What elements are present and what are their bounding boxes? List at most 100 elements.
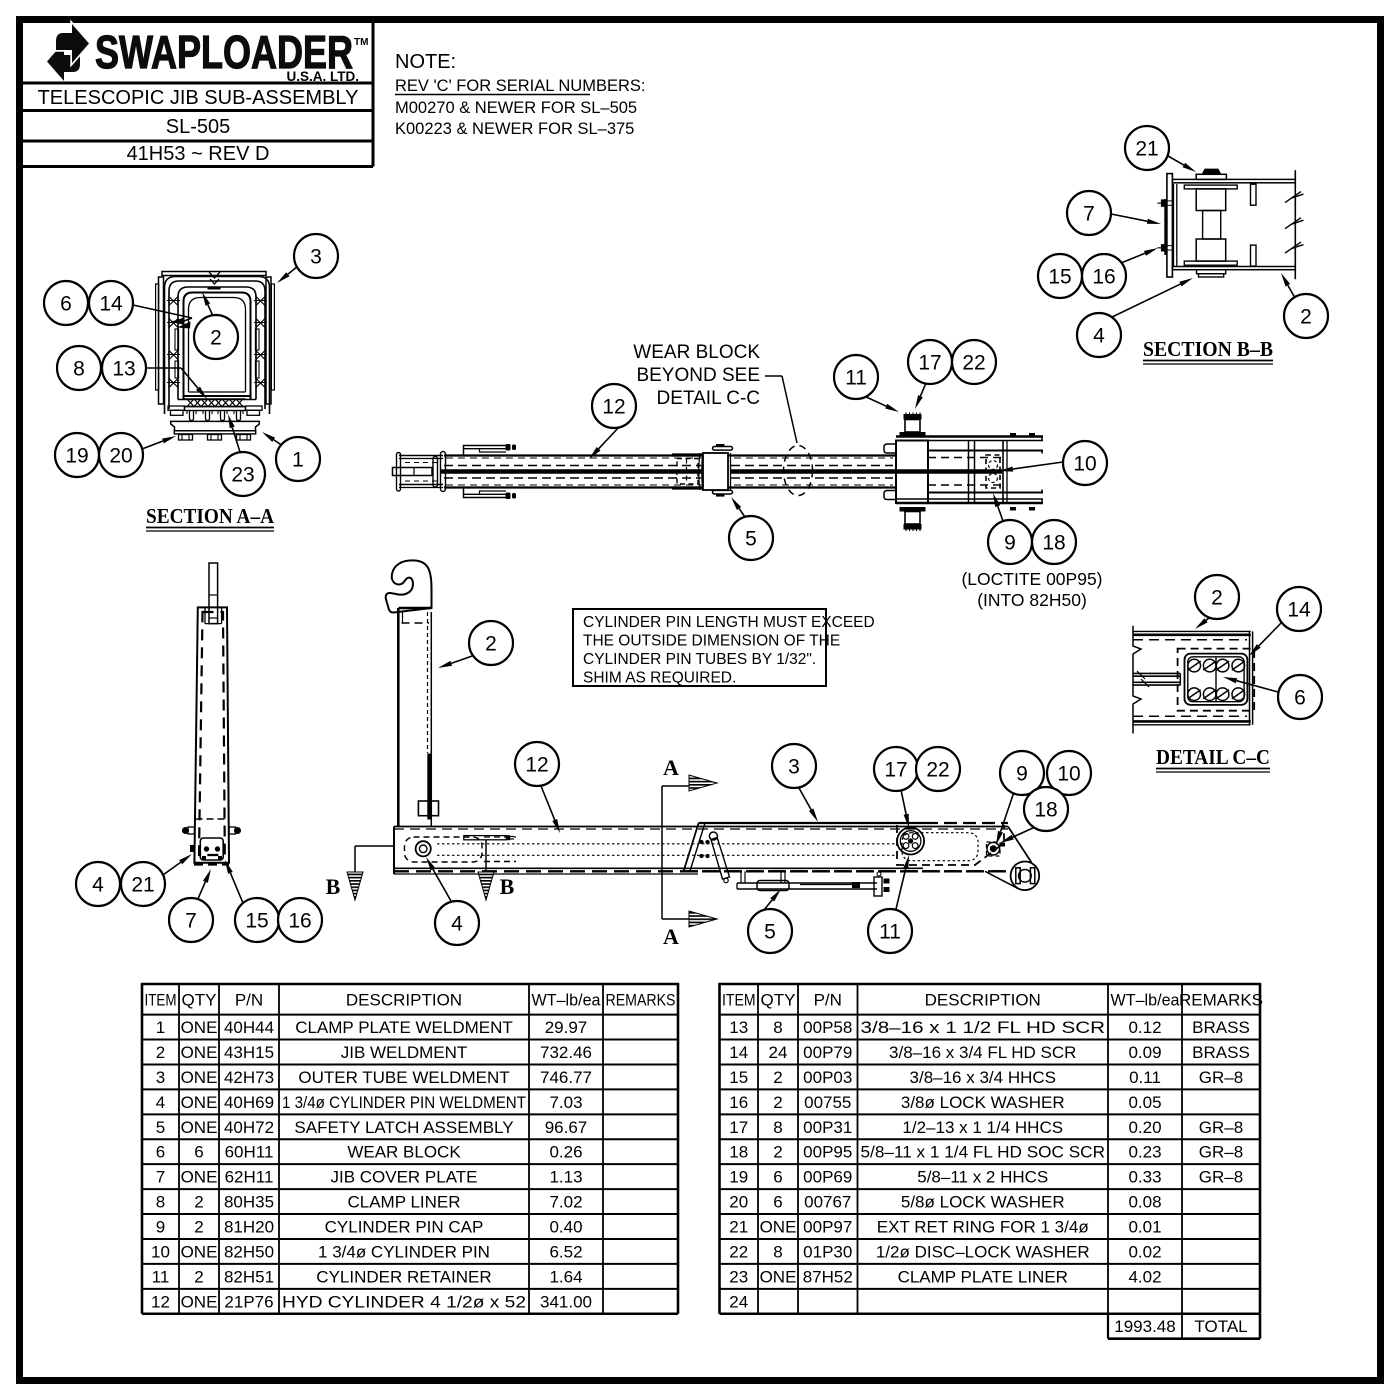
svg-text:3/8–16 x 1 1/2 FL HD SCR: 3/8–16 x 1 1/2 FL HD SCR bbox=[861, 1018, 1106, 1037]
svg-text:0.09: 0.09 bbox=[1128, 1043, 1161, 1062]
svg-text:CYLINDER PIN LENGTH MUST EXCEE: CYLINDER PIN LENGTH MUST EXCEED bbox=[583, 614, 875, 631]
svg-text:5: 5 bbox=[745, 528, 757, 551]
svg-text:THE OUTSIDE DIMENSION OF THE: THE OUTSIDE DIMENSION OF THE bbox=[583, 633, 840, 650]
svg-text:14: 14 bbox=[729, 1043, 748, 1062]
svg-text:5/8ø LOCK WASHER: 5/8ø LOCK WASHER bbox=[901, 1193, 1065, 1212]
svg-text:8: 8 bbox=[73, 358, 85, 381]
svg-text:1 3/4ø CYLINDER PIN WELDMENT: 1 3/4ø CYLINDER PIN WELDMENT bbox=[282, 1093, 526, 1112]
svg-text:SHIM AS REQUIRED.: SHIM AS REQUIRED. bbox=[583, 670, 736, 687]
svg-text:2: 2 bbox=[194, 1218, 203, 1237]
svg-text:7.02: 7.02 bbox=[549, 1193, 582, 1212]
svg-text:TOTAL: TOTAL bbox=[1194, 1317, 1247, 1336]
svg-text:2: 2 bbox=[773, 1068, 782, 1087]
svg-text:ONE: ONE bbox=[181, 1068, 218, 1087]
svg-text:42H73: 42H73 bbox=[224, 1068, 274, 1087]
svg-text:4: 4 bbox=[1093, 325, 1105, 348]
svg-text:1 3/4ø CYLINDER PIN: 1 3/4ø CYLINDER PIN bbox=[318, 1242, 490, 1261]
svg-text:2: 2 bbox=[210, 327, 222, 350]
svg-text:6: 6 bbox=[773, 1168, 782, 1187]
svg-text:10: 10 bbox=[1057, 763, 1080, 786]
svg-text:WEAR BLOCK: WEAR BLOCK bbox=[347, 1143, 461, 1162]
svg-text:DETAIL C-C: DETAIL C-C bbox=[657, 388, 760, 409]
svg-text:0.26: 0.26 bbox=[549, 1143, 582, 1162]
svg-text:8: 8 bbox=[773, 1018, 782, 1037]
svg-text:7.03: 7.03 bbox=[549, 1093, 582, 1112]
svg-text:18: 18 bbox=[1034, 799, 1057, 822]
svg-text:81H20: 81H20 bbox=[224, 1218, 274, 1237]
svg-text:BRASS: BRASS bbox=[1192, 1018, 1250, 1037]
svg-text:17: 17 bbox=[884, 759, 907, 782]
svg-text:6: 6 bbox=[773, 1193, 782, 1212]
svg-text:1993.48: 1993.48 bbox=[1114, 1317, 1175, 1336]
svg-text:3: 3 bbox=[788, 756, 800, 779]
svg-text:87H52: 87H52 bbox=[803, 1267, 853, 1286]
svg-text:24: 24 bbox=[729, 1292, 748, 1311]
svg-text:3/8–16 x 3/4 HHCS: 3/8–16 x 3/4 HHCS bbox=[910, 1068, 1056, 1087]
svg-text:8: 8 bbox=[773, 1118, 782, 1137]
svg-text:4.02: 4.02 bbox=[1128, 1267, 1161, 1286]
svg-text:0.20: 0.20 bbox=[1128, 1118, 1161, 1137]
svg-text:0.33: 0.33 bbox=[1128, 1168, 1161, 1187]
svg-text:15: 15 bbox=[1048, 266, 1071, 289]
svg-text:17: 17 bbox=[918, 352, 941, 375]
svg-text:P/N: P/N bbox=[235, 990, 263, 1009]
svg-text:9: 9 bbox=[1004, 532, 1016, 555]
svg-text:SL-505: SL-505 bbox=[166, 116, 231, 138]
svg-text:2: 2 bbox=[194, 1267, 203, 1286]
svg-text:3: 3 bbox=[310, 246, 322, 269]
svg-text:16: 16 bbox=[729, 1093, 748, 1112]
svg-text:0.11: 0.11 bbox=[1129, 1068, 1161, 1087]
svg-text:ONE: ONE bbox=[181, 1043, 218, 1062]
svg-text:13: 13 bbox=[112, 358, 135, 381]
svg-text:5: 5 bbox=[764, 921, 776, 944]
svg-text:5/8–11 x 2 HHCS: 5/8–11 x 2 HHCS bbox=[917, 1168, 1048, 1187]
svg-text:7: 7 bbox=[185, 910, 197, 933]
svg-text:746.77: 746.77 bbox=[540, 1068, 592, 1087]
svg-text:BRASS: BRASS bbox=[1192, 1043, 1250, 1062]
svg-text:WEAR BLOCK: WEAR BLOCK bbox=[633, 342, 760, 363]
svg-text:SAFETY LATCH ASSEMBLY: SAFETY LATCH ASSEMBLY bbox=[294, 1118, 513, 1137]
svg-text:M00270 & NEWER FOR SL–505: M00270 & NEWER FOR SL–505 bbox=[395, 99, 637, 117]
svg-text:0.08: 0.08 bbox=[1128, 1193, 1161, 1212]
svg-text:REMARKS: REMARKS bbox=[1179, 990, 1263, 1009]
svg-text:1.13: 1.13 bbox=[549, 1168, 582, 1187]
svg-text:WT–lb/ea: WT–lb/ea bbox=[532, 990, 602, 1009]
svg-text:0.12: 0.12 bbox=[1128, 1018, 1161, 1037]
svg-text:00P58: 00P58 bbox=[803, 1018, 852, 1037]
svg-text:CYLINDER PIN TUBES BY 1/32".: CYLINDER PIN TUBES BY 1/32". bbox=[583, 651, 816, 668]
svg-text:6: 6 bbox=[60, 293, 72, 316]
svg-text:6.52: 6.52 bbox=[549, 1242, 582, 1261]
svg-text:3: 3 bbox=[156, 1068, 165, 1087]
svg-text:(LOCTITE 00P95): (LOCTITE 00P95) bbox=[961, 569, 1102, 589]
svg-text:40H72: 40H72 bbox=[224, 1118, 274, 1137]
svg-text:8: 8 bbox=[156, 1193, 165, 1212]
svg-text:TELESCOPIC JIB SUB-ASSEMBLY: TELESCOPIC JIB SUB-ASSEMBLY bbox=[38, 87, 359, 109]
svg-text:2: 2 bbox=[485, 633, 497, 656]
svg-text:0.05: 0.05 bbox=[1128, 1093, 1161, 1112]
svg-text:DESCRIPTION: DESCRIPTION bbox=[346, 990, 462, 1009]
svg-text:15: 15 bbox=[729, 1068, 748, 1087]
svg-text:21: 21 bbox=[729, 1218, 748, 1237]
svg-text:19: 19 bbox=[65, 445, 88, 468]
svg-text:ONE: ONE bbox=[760, 1267, 797, 1286]
svg-text:DESCRIPTION: DESCRIPTION bbox=[925, 990, 1041, 1009]
svg-text:10: 10 bbox=[151, 1242, 170, 1261]
svg-text:11: 11 bbox=[152, 1267, 170, 1286]
svg-text:6: 6 bbox=[1294, 687, 1306, 710]
svg-text:EXT RET RING FOR 1 3/4ø: EXT RET RING FOR 1 3/4ø bbox=[877, 1218, 1089, 1237]
svg-text:12: 12 bbox=[151, 1292, 170, 1311]
svg-text:23: 23 bbox=[231, 464, 254, 487]
svg-text:16: 16 bbox=[288, 910, 311, 933]
svg-text:ONE: ONE bbox=[181, 1242, 218, 1261]
svg-text:CYLINDER PIN CAP: CYLINDER PIN CAP bbox=[325, 1218, 484, 1237]
svg-text:40H69: 40H69 bbox=[224, 1093, 274, 1112]
svg-text:14: 14 bbox=[99, 293, 123, 316]
svg-text:16: 16 bbox=[1092, 266, 1115, 289]
svg-text:7: 7 bbox=[156, 1168, 165, 1187]
svg-text:3/8ø LOCK WASHER: 3/8ø LOCK WASHER bbox=[901, 1093, 1065, 1112]
svg-text:0.23: 0.23 bbox=[1128, 1143, 1161, 1162]
svg-text:82H51: 82H51 bbox=[224, 1267, 274, 1286]
svg-text:TM: TM bbox=[354, 37, 368, 48]
svg-text:1.64: 1.64 bbox=[549, 1267, 582, 1286]
svg-text:GR–8: GR–8 bbox=[1199, 1168, 1243, 1187]
